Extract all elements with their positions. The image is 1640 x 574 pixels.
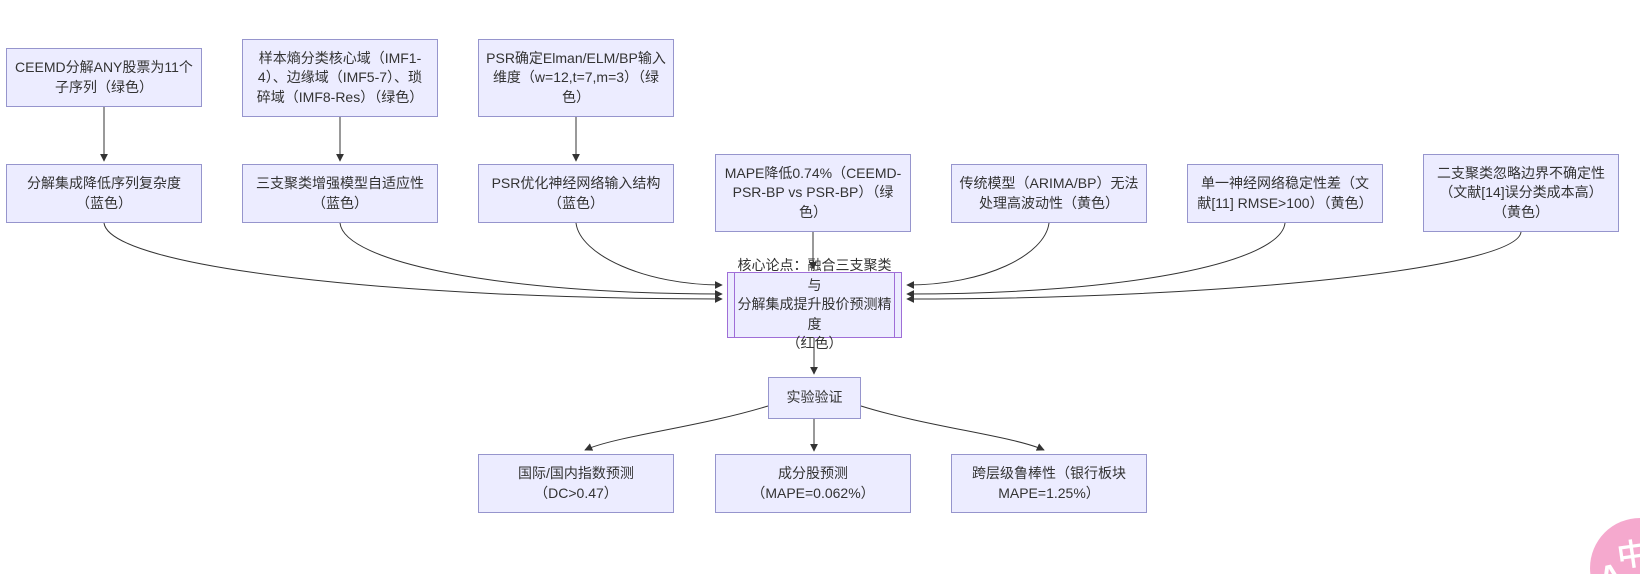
node-cross-level-robustness: 跨层级鲁棒性（银行板块 MAPE=1.25%） <box>951 454 1147 513</box>
node-mape-reduction: MAPE降低0.74%（CEEMD- PSR-BP vs PSR-BP）（绿 色… <box>715 154 911 232</box>
node-single-nn-instability: 单一神经网络稳定性差（文 献[11] RMSE>100）（黄色） <box>1187 164 1383 223</box>
node-ceemd-decompose: CEEMD分解ANY股票为11个 子序列（绿色） <box>6 48 202 107</box>
node-traditional-model-limit: 传统模型（ARIMA/BP）无法 处理高波动性（黄色） <box>951 164 1147 223</box>
node-constituent-prediction: 成分股预测 （MAPE=0.062%） <box>715 454 911 513</box>
node-psr-input-dimension: PSR确定Elman/ELM/BP输入 维度（w=12,t=7,m=3）（绿 色… <box>478 39 674 117</box>
node-psr-optimization: PSR优化神经网络输入结构 （蓝色） <box>478 164 674 223</box>
node-decomposition-benefit: 分解集成降低序列复杂度 （蓝色） <box>6 164 202 223</box>
node-core-thesis: 核心论点：融合三支聚类与 分解集成提升股价预测精度 （红色） <box>727 257 902 351</box>
node-sample-entropy: 样本熵分类核心域（IMF1- 4）、边缘域（IMF5-7）、琐 碎域（IMF8-… <box>242 39 438 117</box>
edge-trad-to-core <box>906 222 1050 289</box>
edge-exp-to-robust <box>860 405 1045 451</box>
edge-exp-to-idx <box>584 405 769 451</box>
edge-twc-to-core <box>339 222 723 298</box>
edge-psropt-to-core <box>575 222 723 289</box>
node-experiment-validation: 实验验证 <box>768 377 861 419</box>
node-three-way-clustering: 三支聚类增强模型自适应性 （蓝色） <box>242 164 438 223</box>
translate-badge[interactable]: 中 A <box>1590 518 1640 574</box>
edge-twoc-to-core <box>906 231 1522 303</box>
node-index-prediction: 国际/国内指数预测 （DC>0.47） <box>478 454 674 513</box>
edge-decomp-to-core <box>103 222 723 303</box>
edge-single-to-core <box>906 222 1286 298</box>
node-two-way-clustering-limit: 二支聚类忽略边界不确定性 （文献[14]误分类成本高） （黄色） <box>1423 154 1619 232</box>
